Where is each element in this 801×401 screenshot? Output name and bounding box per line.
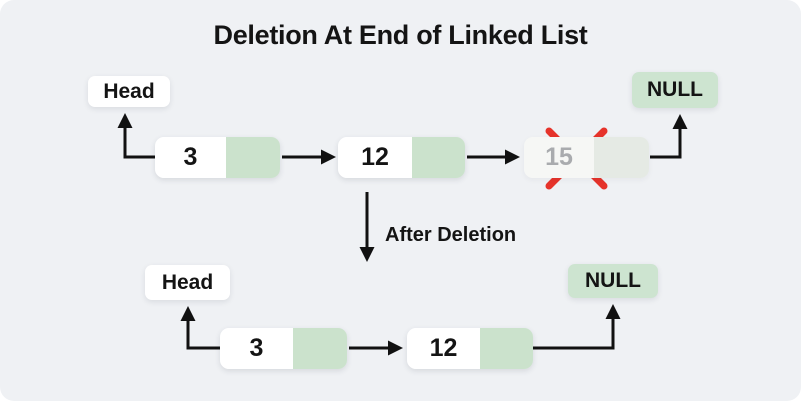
- node-next-cell: [480, 328, 533, 369]
- node-after-1: 3: [220, 328, 347, 369]
- node-next-cell: [412, 137, 465, 178]
- node-after-2: 12: [407, 328, 533, 369]
- node-value: 12: [361, 143, 389, 171]
- node-value: 3: [183, 143, 198, 171]
- node-before-3-deleted: 15: [524, 137, 649, 178]
- node-next-cell: [293, 328, 347, 369]
- null-label-after: NULL: [568, 264, 658, 298]
- node-before-2: 12: [338, 137, 465, 178]
- node-value: 15: [545, 143, 573, 171]
- node-before-1: 3: [155, 137, 280, 178]
- head-label-after: Head: [145, 265, 230, 300]
- diagram-title: Deletion At End of Linked List: [213, 20, 588, 50]
- node-value-cell: 12: [338, 137, 412, 178]
- node-next-cell: [594, 137, 649, 178]
- node-next-cell: [226, 137, 280, 178]
- node-value-cell: 3: [220, 328, 293, 369]
- head-label-before: Head: [88, 76, 170, 107]
- null-pointer-arrow-after: [533, 304, 621, 350]
- node-value-cell: 15: [524, 137, 594, 178]
- null-label-before: NULL: [632, 72, 718, 108]
- head-pointer-arrow-before: [117, 113, 156, 159]
- node-value-cell: 12: [407, 328, 480, 369]
- null-pointer-arrow-before: [650, 114, 688, 159]
- after-deletion-label: After Deletion: [385, 224, 517, 246]
- node-value: 12: [429, 334, 458, 362]
- node-value-cell: 3: [155, 137, 226, 178]
- head-pointer-arrow-after: [180, 306, 220, 350]
- node-value: 3: [249, 334, 264, 362]
